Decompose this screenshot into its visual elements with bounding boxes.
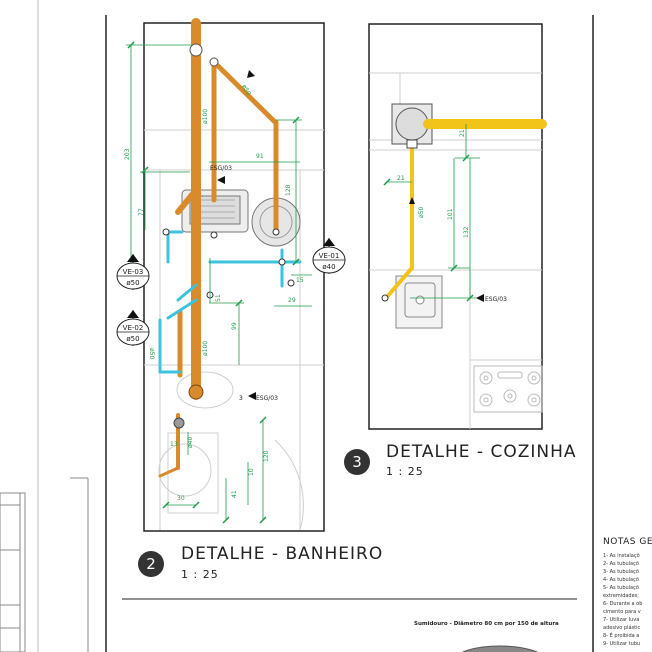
pipe-fitting	[381, 294, 389, 302]
note-line: 6- Durante a ob	[603, 601, 643, 607]
pipe-diameter-label: ø50	[418, 207, 425, 218]
floor-drain	[188, 384, 204, 400]
pipe-diameter-label: ø40	[187, 437, 194, 448]
note-line: 5- As tubulaçõ	[603, 585, 639, 591]
pipe-fitting	[210, 231, 218, 239]
bathroom-detail-scale: 1 : 25	[181, 568, 219, 581]
esg-label: ESG/03	[485, 296, 507, 303]
bathroom-detail-title: DETALHE - BANHEIRO	[181, 544, 384, 564]
dimension-label: 30	[177, 495, 185, 502]
tag-ve-01-dia: ø40	[322, 263, 335, 271]
note-line: cimento para v	[603, 609, 641, 615]
kitchen-frame	[368, 23, 543, 430]
note-line: adesivo plástic	[603, 625, 641, 631]
pipe-diameter-label: ø100	[202, 341, 209, 356]
tag-ve-03	[116, 254, 150, 290]
dimension-label: 21	[397, 175, 405, 182]
yellow-pipes	[384, 119, 547, 300]
stack-fitting	[209, 57, 219, 67]
dimension-ticks	[383, 154, 474, 302]
adjacent-plan-fragment	[0, 477, 89, 652]
section-arrow	[248, 392, 256, 400]
stack-fitting	[189, 43, 203, 57]
kitchen-detail-title: DETALHE - COZINHA	[386, 442, 577, 462]
cooktop	[473, 365, 543, 413]
dimension-label: 77	[138, 208, 145, 216]
orange-pipes	[158, 18, 279, 478]
tag-ve-02-id: VE-02	[123, 324, 144, 332]
dimension-label: 29	[288, 297, 296, 304]
dimension-lines	[126, 44, 312, 520]
dimension-label: 21	[459, 129, 466, 137]
dimension-label: 51	[215, 294, 222, 302]
section-arrow	[217, 176, 225, 184]
floor-drain	[173, 417, 185, 429]
tag-ve-02-dia: ø50	[126, 335, 139, 343]
tag-ve-01-id: VE-01	[319, 252, 340, 260]
section-marker: 3	[239, 395, 243, 402]
pipe-fitting	[278, 258, 286, 266]
dimension-label: 13	[170, 441, 178, 448]
esg-label: ESG/03	[256, 395, 278, 402]
note-line: 9- Utilizar tubu	[603, 641, 641, 647]
tag-ve-03-id: VE-03	[123, 268, 144, 276]
dimension-label: 203	[124, 148, 131, 160]
general-notes-title: NOTAS GE	[603, 537, 652, 547]
pipe-diameter-label: ø50	[148, 348, 155, 359]
dimension-lines	[387, 124, 480, 299]
detail-number-badge: 3	[344, 449, 370, 475]
kitchen-detail	[368, 23, 547, 430]
pipe-diameter-label: ø50	[240, 84, 252, 97]
pipe-diameter-label: ø100	[202, 109, 209, 124]
note-line: 8- É proibida a	[603, 633, 640, 639]
note-line: 1- As instalaçõ	[603, 553, 640, 559]
dimension-label: 91	[256, 153, 264, 160]
dimension-label: 15	[296, 277, 304, 284]
note-line: 7- Utilizar luva	[603, 617, 640, 623]
detail-number-badge: 2	[138, 551, 164, 577]
note-line: extremidades;	[603, 593, 639, 599]
tag-ve-01	[312, 238, 346, 274]
kitchen-detail-scale: 1 : 25	[386, 465, 424, 478]
dimension-label: 128	[285, 184, 292, 196]
flow-arrow	[247, 70, 255, 78]
dimension-label: 10	[248, 468, 255, 476]
pipe-fitting	[287, 279, 295, 287]
dimension-label: 132	[463, 226, 470, 238]
note-line: 4- As tubulaçõ	[603, 577, 639, 583]
kitchen-sink	[395, 275, 443, 329]
bathroom-detail	[126, 18, 325, 532]
flow-arrow	[409, 197, 415, 204]
sumidouro-label: Sumidouro - Diâmetro 80 cm por 150 de al…	[414, 621, 559, 627]
pipe-fitting	[406, 139, 418, 149]
pipe-fitting	[272, 228, 280, 236]
note-line: 3- As tubulaçõ	[603, 569, 639, 575]
dimension-label: 41	[231, 490, 238, 498]
sumidouro-shape	[461, 645, 539, 652]
dimension-label: 99	[231, 322, 238, 330]
section-arrow	[476, 294, 484, 302]
tag-ve-03-dia: ø50	[126, 279, 139, 287]
esg-label: ESG/03	[210, 165, 232, 172]
dimension-label: 101	[447, 208, 454, 220]
tag-ve-02	[116, 310, 150, 346]
note-line: 2- As tubulaçõ	[603, 561, 639, 567]
pipe-fitting	[162, 228, 170, 236]
dimension-label: 120	[263, 450, 270, 462]
